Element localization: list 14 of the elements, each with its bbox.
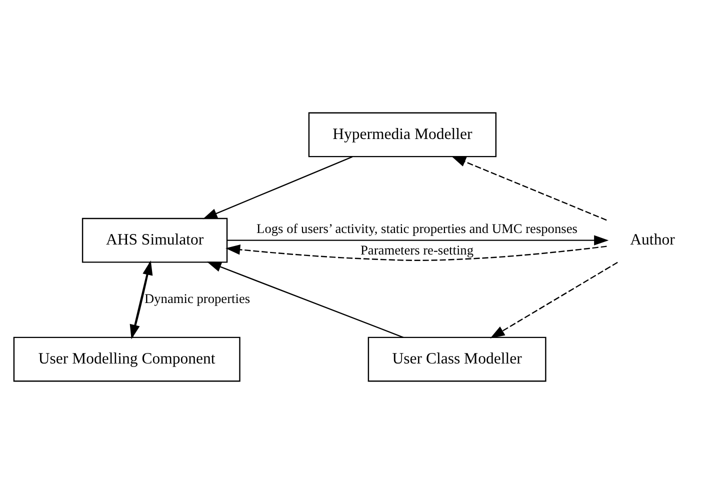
- node-box: User Modelling Component: [13, 336, 240, 382]
- node-box: User Class Modeller: [368, 336, 546, 382]
- arrow: [451, 156, 607, 221]
- arrow: [490, 262, 618, 338]
- arrow: [206, 262, 404, 338]
- edge-label: Logs of users’ activity, static properties and UMC responses: [256, 220, 578, 236]
- node-text: Author: [630, 231, 675, 248]
- node-box: AHS Simulator: [82, 218, 228, 263]
- node-box: Hypermedia Modeller: [308, 112, 497, 158]
- arrow: [226, 244, 607, 261]
- edge-label: Dynamic properties: [144, 291, 250, 306]
- arrow: [202, 156, 353, 220]
- arrow: [227, 235, 609, 246]
- edge-label: Parameters re-setting: [360, 242, 474, 258]
